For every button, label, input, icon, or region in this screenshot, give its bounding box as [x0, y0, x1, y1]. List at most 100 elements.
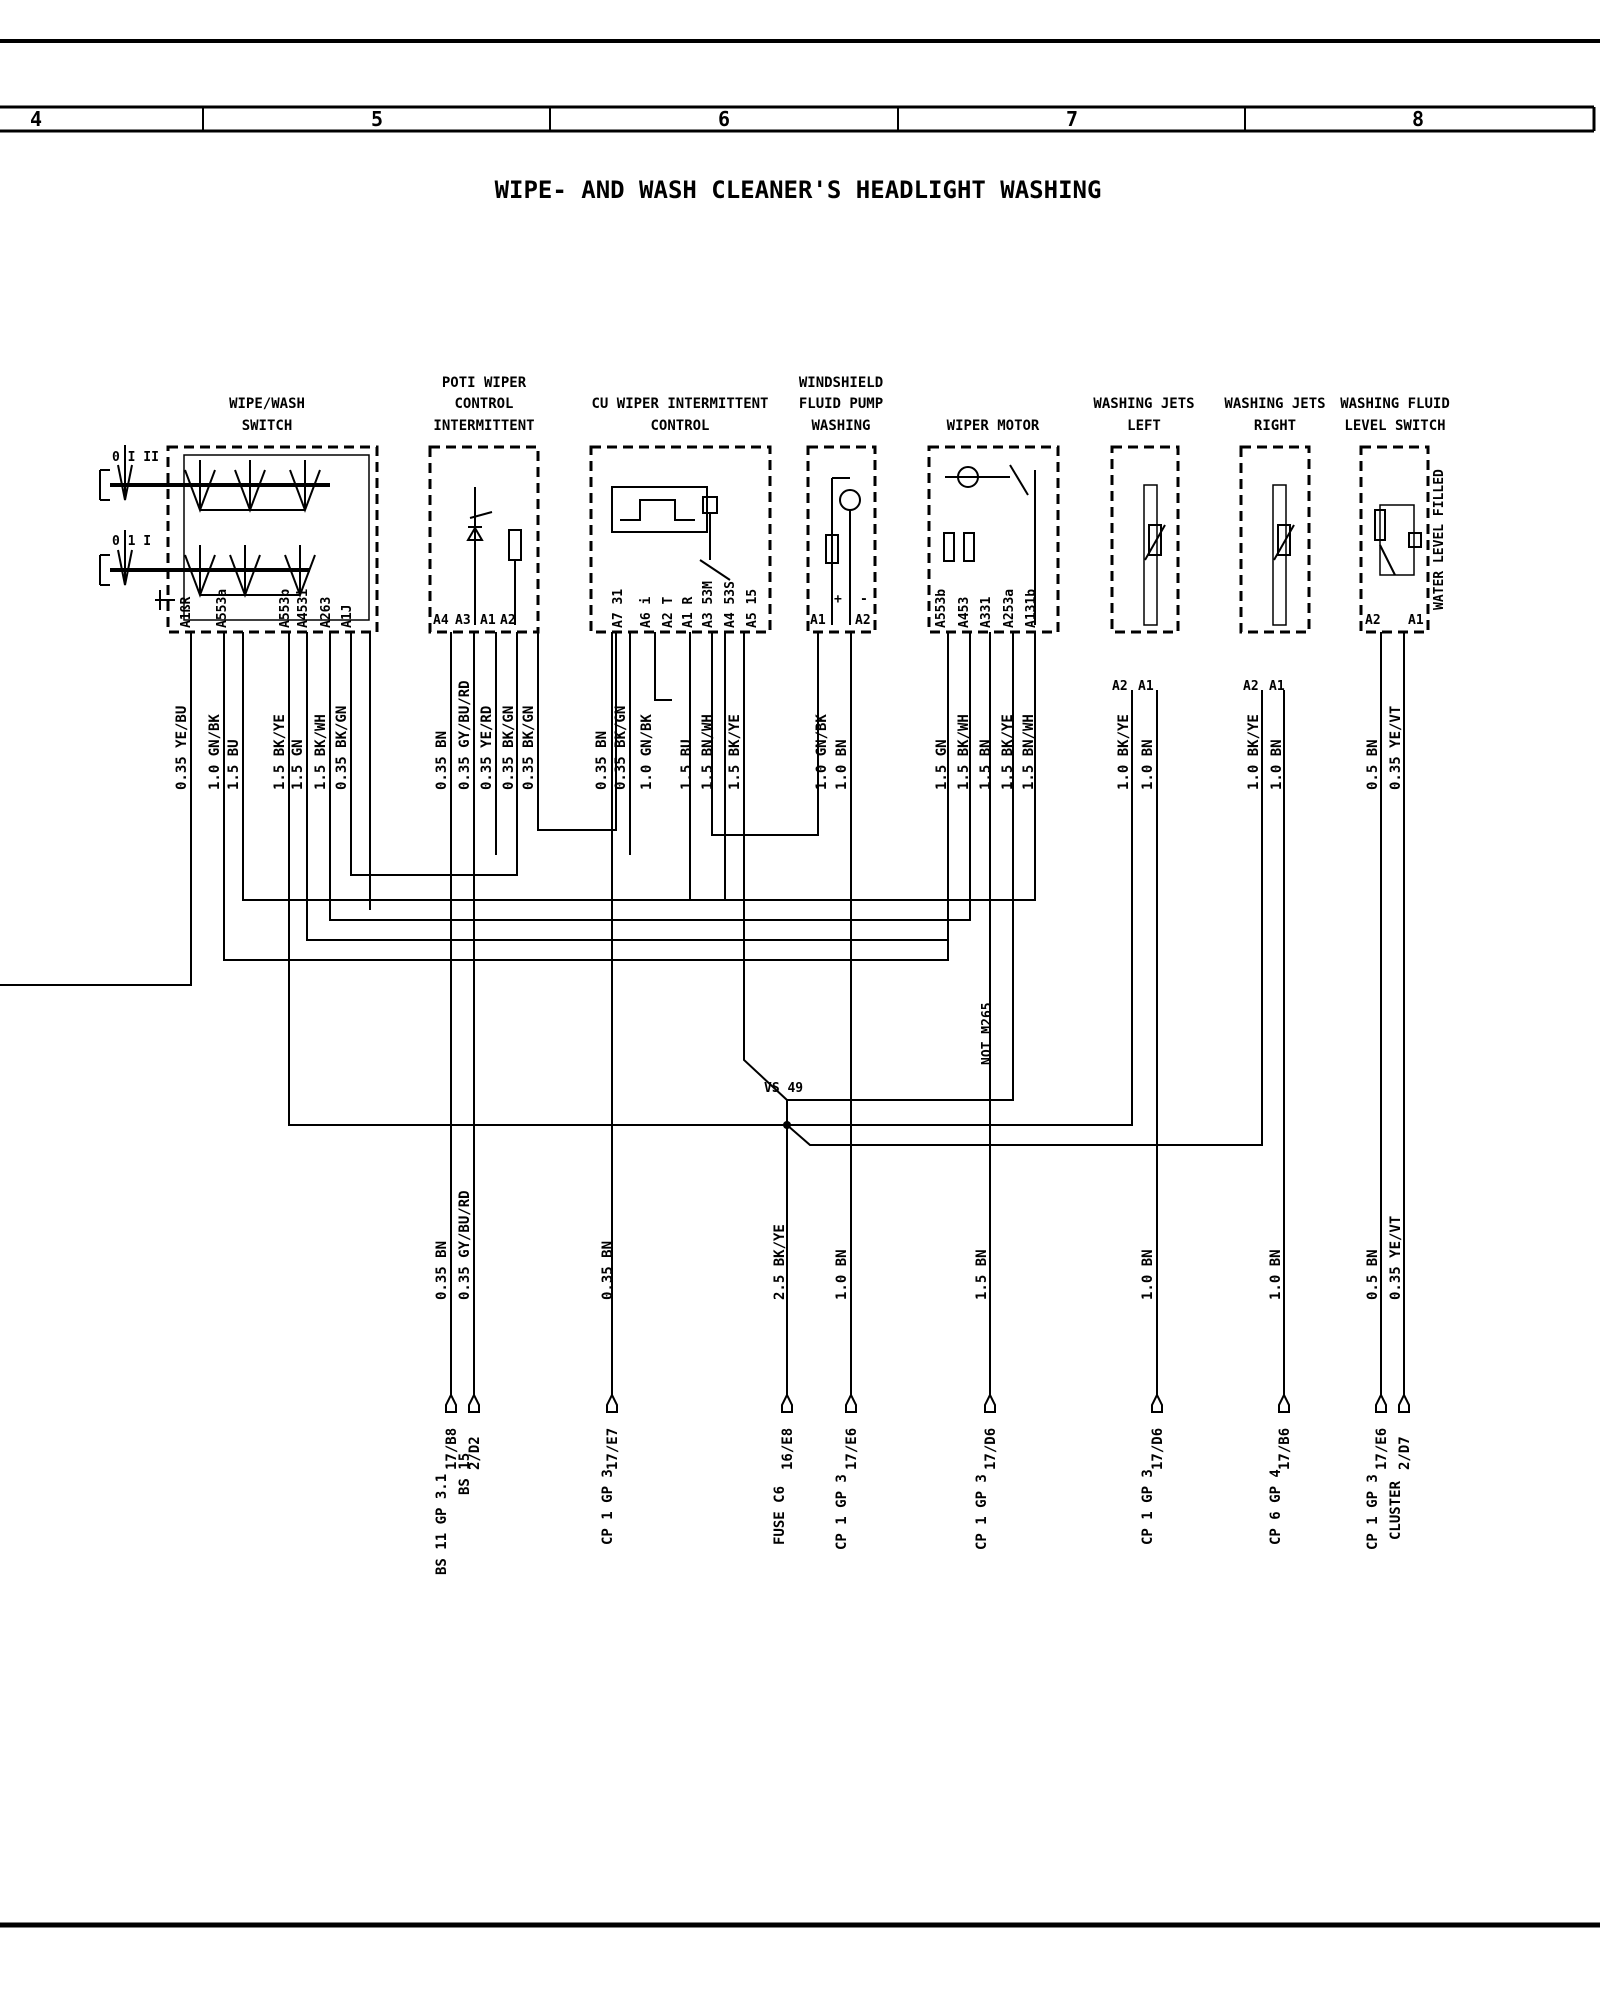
wire-label: 1.5 BN	[978, 739, 994, 790]
pin-label: A553a	[215, 589, 230, 628]
wire-label: 0.35 YE/VT	[1388, 1216, 1404, 1300]
splice-dot	[783, 1121, 791, 1129]
wire-label: 0.35 GY/BU/RD	[457, 1190, 473, 1300]
washing-jets-left-box	[1110, 445, 1180, 634]
wire-label: 0.35 YE/BU	[174, 706, 190, 790]
wire-label: 0.35 BK/GN	[613, 706, 629, 790]
pin-label: A253a	[1002, 589, 1017, 628]
pin-label: A331	[979, 597, 994, 628]
component-label: WIPE/WASH	[229, 396, 305, 412]
pin-label: A2	[500, 613, 516, 628]
component-label: WASHING JETS	[1224, 396, 1325, 412]
pin-label: A2	[1112, 679, 1128, 694]
wire-label: 1.5 BK/WH	[313, 714, 329, 790]
connector-ref: 17/E7	[605, 1428, 621, 1470]
wire-label: 1.0 BK/YE	[1116, 714, 1132, 790]
wire-label: 1.5 BN/WH	[1021, 714, 1037, 790]
connector-symbol	[984, 1392, 996, 1413]
wire-label: 0.35 YE/RD	[479, 706, 495, 790]
pin-label: A1	[1138, 679, 1154, 694]
wire-label: 0.35 GY/BU/RD	[457, 680, 473, 790]
wire-label: 1.0 BN	[834, 739, 850, 790]
pin-label: A553b	[934, 589, 949, 628]
connector-name: CP 1 GP 3	[1365, 1474, 1381, 1550]
pin-label: A1	[1408, 613, 1424, 628]
component-label: WIPER MOTOR	[947, 418, 1040, 434]
component-label: CONTROL	[650, 418, 709, 434]
connector-ref: 17/E6	[844, 1428, 860, 1470]
connector-name: BS 15	[457, 1453, 473, 1495]
wire-label: 2.5 BK/YE	[772, 1224, 788, 1300]
pump-motor-symbol	[825, 477, 861, 625]
pin-label: A7 31	[611, 589, 626, 628]
component-label: WASHING	[811, 418, 870, 434]
connector-symbol	[468, 1392, 480, 1413]
wire-label: 1.0 BN	[1269, 739, 1285, 790]
wire-label: 1.0 GN/BK	[639, 714, 655, 790]
connector-name: BS 11 GP 3.1	[434, 1474, 450, 1575]
connector-ref: 2/D7	[1397, 1436, 1413, 1470]
wipe-wash-switch-symbol: 0 I II 0 1 I	[99, 445, 370, 621]
pin-label: A5 15	[745, 589, 760, 628]
component-label: SWITCH	[242, 418, 293, 434]
wire-label: 1.5 BK/YE	[727, 714, 743, 790]
column-number: 5	[371, 107, 383, 131]
connector-name: CP 1 GP 3	[974, 1474, 990, 1550]
connector-ref: 17/B8	[444, 1428, 460, 1470]
connector-symbol	[1375, 1392, 1387, 1413]
connector-ref: 17/E6	[1374, 1428, 1390, 1470]
component-label: CONTROL	[454, 396, 513, 412]
wire-label: 1.0 BN	[1140, 1249, 1156, 1300]
connector-symbol	[606, 1392, 618, 1413]
fluid-level-switch-box	[1359, 445, 1430, 634]
connector-ref: 16/E8	[780, 1428, 796, 1470]
wire-label: 1.0 BK/YE	[1246, 714, 1262, 790]
column-number: 7	[1066, 107, 1078, 131]
wire-label: 0.35 BK/GN	[334, 706, 350, 790]
wire-label: 1.5 BN/WH	[700, 714, 716, 790]
pin-label: A2	[855, 613, 871, 628]
heater-symbol	[1143, 484, 1295, 626]
connector-ref: 2/D2	[467, 1436, 483, 1470]
connector-ref: 17/D6	[1150, 1428, 1166, 1470]
component-label: RIGHT	[1254, 418, 1296, 434]
pin-label: A1	[810, 613, 826, 628]
pin-label: A2	[1365, 613, 1381, 628]
wire-label: 1.0 BN	[1268, 1249, 1284, 1300]
connector-name: CP 1 GP 3	[600, 1469, 616, 1545]
column-number: 4	[30, 107, 42, 131]
relay-symbol	[611, 486, 731, 581]
component-label: WASHING FLUID	[1340, 396, 1450, 412]
wire-label: 1.5 BK/WH	[956, 714, 972, 790]
pin-label: A131b	[1024, 589, 1039, 628]
connector-symbol	[445, 1392, 457, 1413]
cu-wiper-box	[589, 445, 772, 634]
component-label: LEVEL SWITCH	[1344, 418, 1445, 434]
connector-ref: 17/B6	[1277, 1428, 1293, 1470]
pin-label: A263	[319, 597, 334, 628]
connector-name: CLUSTER	[1388, 1480, 1404, 1540]
pin-label: A453i	[296, 589, 311, 628]
splice-label: VS 49	[764, 1081, 803, 1096]
polarity-mark: -	[860, 592, 868, 607]
wipe-wash-switch-box	[166, 445, 379, 634]
wiper-motor-symbol	[943, 464, 1036, 625]
wire-label: 0.35 BK/GN	[501, 706, 517, 790]
component-label: LEFT	[1127, 418, 1161, 434]
connector-symbol	[1278, 1392, 1290, 1413]
wire-label: 1.5 GN	[934, 739, 950, 790]
component-label: WASHING JETS	[1093, 396, 1194, 412]
wire-label: 1.0 GN/BK	[207, 714, 223, 790]
pin-label: A4 53S	[723, 581, 738, 628]
component-label: FLUID PUMP	[799, 396, 883, 412]
wire-label: 0.35 BN	[600, 1241, 616, 1300]
pin-label: A1 R	[681, 597, 696, 628]
wire-harness	[0, 632, 1405, 1395]
wire-label: 0.5 BN	[1365, 1249, 1381, 1300]
pin-label: A2 T	[661, 597, 676, 628]
variant-note: NOT M265	[980, 1002, 995, 1065]
connector-symbol	[845, 1392, 857, 1413]
switch-position-marks: 0 1 I	[112, 534, 151, 549]
pin-label: A4	[433, 613, 449, 628]
